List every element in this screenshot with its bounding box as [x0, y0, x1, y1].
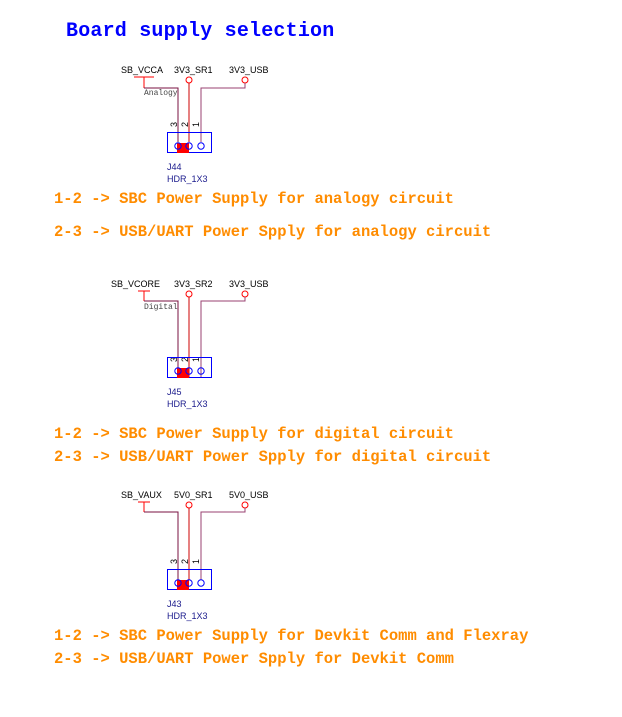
header-box	[167, 132, 212, 153]
wire-pin3	[144, 87, 179, 142]
pin-number: 2	[180, 357, 190, 362]
power-circle-icon	[241, 76, 249, 84]
jumper-block-j45: SB_VCORE 3V3_SR2 3V3_USB Digital 3 2 1 J…	[111, 279, 269, 409]
pin-number: 1	[191, 357, 201, 362]
pin-circle-icon	[197, 367, 205, 375]
net-label-mid: 3V3_SR2	[174, 279, 213, 289]
part-name: HDR_1X3	[167, 611, 208, 621]
note-j45-2-3: 2-3 -> USB/UART Power Spply for digital …	[54, 448, 492, 466]
part-name: HDR_1X3	[167, 399, 208, 409]
wire-pin1	[200, 508, 246, 580]
net-label-left: SB_VAUX	[121, 490, 162, 500]
note-j43-1-2: 1-2 -> SBC Power Supply for Devkit Comm …	[54, 627, 529, 645]
jumper-block-j43: SB_VAUX 5V0_SR1 5V0_USB 3 2 1 J43 HDR_1X…	[121, 490, 269, 621]
pin-circle-icon	[185, 142, 193, 150]
note-j43-2-3: 2-3 -> USB/UART Power Spply for Devkit C…	[54, 650, 454, 668]
net-label-right: 3V3_USB	[229, 279, 269, 289]
net-label-left: SB_VCCA	[121, 65, 163, 75]
pin-circle-icon	[174, 579, 182, 587]
wire-pin1	[200, 83, 246, 142]
ref-designator: J45	[167, 387, 182, 397]
net-label-left: SB_VCORE	[111, 279, 160, 289]
power-circle-icon	[185, 76, 193, 84]
pin-number: 2	[180, 122, 190, 127]
net-sublabel: Analogy	[144, 89, 178, 98]
pin-number: 1	[191, 559, 201, 564]
jumper-block-j44: SB_VCCA 3V3_SR1 3V3_USB Analogy 3 2 1 J4…	[121, 65, 269, 184]
net-sublabel: Digital	[144, 303, 178, 312]
pin-number: 3	[169, 357, 179, 362]
page-title: Board supply selection	[66, 20, 335, 43]
power-circle-icon	[185, 501, 193, 509]
note-j44-2-3: 2-3 -> USB/UART Power Spply for analogy …	[54, 223, 492, 241]
pin-number: 3	[169, 559, 179, 564]
ref-designator: J43	[167, 599, 182, 609]
power-circle-icon	[241, 290, 249, 298]
net-label-right: 5V0_USB	[229, 490, 269, 500]
wire-pin1	[200, 297, 246, 377]
header-box	[167, 357, 212, 378]
part-name: HDR_1X3	[167, 174, 208, 184]
ref-designator: J44	[167, 162, 182, 172]
pin-circle-icon	[185, 579, 193, 587]
note-j45-1-2: 1-2 -> SBC Power Supply for digital circ…	[54, 425, 454, 443]
jumper-shunt	[177, 143, 189, 153]
pin-number: 1	[191, 122, 201, 127]
pin-circle-icon	[197, 142, 205, 150]
jumper-shunt	[177, 580, 189, 590]
pin-circle-icon	[185, 367, 193, 375]
pin-number: 2	[180, 559, 190, 564]
pin-circle-icon	[174, 367, 182, 375]
power-circle-icon	[241, 501, 249, 509]
wire-pin3	[144, 300, 179, 377]
power-circle-icon	[185, 290, 193, 298]
net-label-mid: 3V3_SR1	[174, 65, 213, 75]
wire-pin3	[144, 511, 179, 580]
pin-circle-icon	[197, 579, 205, 587]
pin-number: 3	[169, 122, 179, 127]
net-label-mid: 5V0_SR1	[174, 490, 213, 500]
pin-circle-icon	[174, 142, 182, 150]
header-box	[167, 569, 212, 590]
note-j44-1-2: 1-2 -> SBC Power Supply for analogy circ…	[54, 190, 454, 208]
jumper-shunt	[177, 368, 189, 378]
net-label-right: 3V3_USB	[229, 65, 269, 75]
